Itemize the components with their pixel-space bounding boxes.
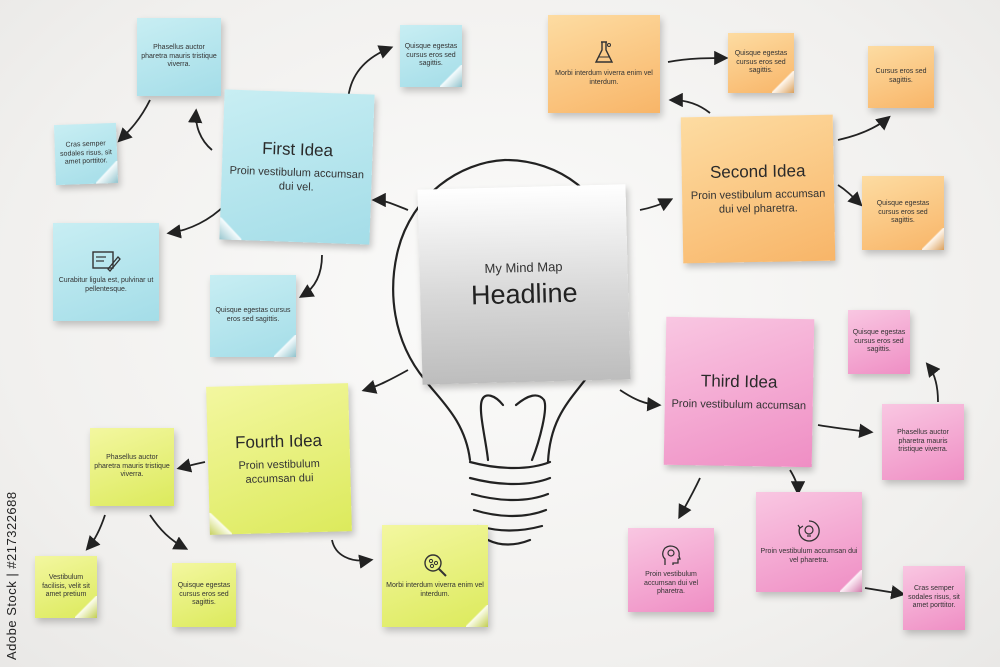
- second-idea-body: Proin vestibulum accumsan dui vel pharet…: [690, 187, 826, 216]
- blue-note-small-left: Cras semper sodales risus, sit amet port…: [53, 122, 119, 186]
- green-note-icon-text: Morbi interdum viverra enim vel interdum…: [386, 582, 484, 598]
- first-idea-note: First Idea Proin vestibulum accumsan dui…: [219, 89, 375, 245]
- pink-note-top-right-text: Quisque egestas cursus eros sed sagittis…: [852, 328, 906, 354]
- mind-map-subtitle: My Mind Map: [484, 258, 563, 276]
- green-note-bottom-mid: Quisque egestas cursus eros sed sagittis…: [172, 563, 236, 627]
- pink-note-right-mid: Phasellus auctor pharetra mauris tristiq…: [882, 404, 964, 480]
- pink-note-right-mid-text: Phasellus auctor pharetra mauris tristiq…: [897, 428, 949, 454]
- fourth-idea-title: Fourth Idea: [234, 430, 323, 452]
- third-idea-body: Proin vestibulum accumsan: [671, 397, 807, 413]
- blue-note-bottom: Quisque egestas cursus eros sed sagittis…: [210, 275, 296, 357]
- blue-note-top: Phasellus auctor pharetra mauris tristiq…: [137, 18, 221, 96]
- head-gear-icon: [662, 545, 681, 565]
- pink-note-top-right: Quisque egestas cursus eros sed sagittis…: [848, 310, 910, 374]
- fourth-idea-body: Proin vestibulum accumsan dui: [238, 457, 320, 486]
- green-note-left-top-text: Phasellus auctor pharetra mauris tristiq…: [94, 453, 170, 479]
- third-idea-title: Third Idea: [700, 371, 778, 392]
- orange-note-small-right-text: Cursus eros sed sagittis.: [875, 68, 927, 84]
- green-note-bottom-left-text: Vestibulum facilisis, velit sit amet pre…: [42, 573, 90, 599]
- blue-note-icon-text: Curabitur ligula est, pulvinar ut pellen…: [58, 277, 154, 293]
- second-idea-note: Second Idea Proin vestibulum accumsan du…: [680, 114, 836, 264]
- third-idea-note: Third Idea Proin vestibulum accumsan: [663, 316, 815, 468]
- orange-note-small-right: Cursus eros sed sagittis.: [868, 46, 934, 108]
- headline-title: Headline: [470, 277, 578, 310]
- blue-note-small-right-text: Quisque egestas cursus eros sed sagittis…: [404, 42, 458, 68]
- orange-note-icon-text: Morbi interdum viverra enim vel interdum…: [555, 70, 653, 86]
- blue-note-top-text: Phasellus auctor pharetra mauris tristiq…: [141, 43, 217, 69]
- pink-note-icon-center: Proin vestibulum accumsan dui vel pharet…: [756, 492, 862, 592]
- pink-note-bottom-right-text: Cras semper sodales risus, sit amet port…: [908, 584, 960, 610]
- blue-note-small-left-text: Cras semper sodales risus, sit amet port…: [59, 140, 112, 167]
- green-note-icon: Morbi interdum viverra enim vel interdum…: [382, 525, 488, 627]
- orange-note-small-mid: Quisque egestas cursus eros sed sagittis…: [728, 33, 794, 93]
- blue-note-bottom-text: Quisque egestas cursus eros sed sagittis…: [215, 307, 291, 323]
- green-note-bottom-mid-text: Quisque egestas cursus eros sed sagittis…: [177, 581, 231, 607]
- orange-note-bottom-right-text: Quisque egestas cursus eros sed sagittis…: [876, 199, 930, 225]
- first-idea-body: Proin vestibulum accumsan dui vel.: [229, 164, 365, 194]
- pencil-paper-icon: [92, 251, 121, 273]
- pink-note-icon-center-text: Proin vestibulum accumsan dui vel pharet…: [760, 548, 858, 564]
- orange-note-icon: Morbi interdum viverra enim vel interdum…: [548, 15, 660, 113]
- pink-note-bottom-right: Cras semper sodales risus, sit amet port…: [903, 566, 965, 630]
- second-idea-title: Second Idea: [709, 160, 806, 182]
- orange-note-small-mid-text: Quisque egestas cursus eros sed sagittis…: [734, 49, 788, 75]
- pink-note-icon-left: Proin vestibulum accumsan dui vel pharet…: [628, 528, 714, 612]
- orange-note-bottom-right: Quisque egestas cursus eros sed sagittis…: [862, 176, 944, 250]
- blue-note-icon: Curabitur ligula est, pulvinar ut pellen…: [53, 223, 159, 321]
- green-note-left-top: Phasellus auctor pharetra mauris tristiq…: [90, 428, 174, 506]
- lightbulb-cycle-icon: [797, 520, 820, 542]
- stock-watermark: Adobe Stock | #217322688: [4, 491, 19, 660]
- green-note-bottom-left: Vestibulum facilisis, velit sit amet pre…: [35, 556, 97, 618]
- fourth-idea-note: Fourth Idea Proin vestibulum accumsan du…: [206, 383, 352, 535]
- first-idea-title: First Idea: [261, 138, 334, 160]
- magnifier-icon: [424, 554, 447, 577]
- blue-note-small-right: Quisque egestas cursus eros sed sagittis…: [400, 25, 462, 87]
- headline-note: My Mind Map Headline: [417, 184, 631, 385]
- pink-note-icon-left-text: Proin vestibulum accumsan dui vel pharet…: [643, 570, 699, 596]
- flask-icon: [594, 41, 614, 63]
